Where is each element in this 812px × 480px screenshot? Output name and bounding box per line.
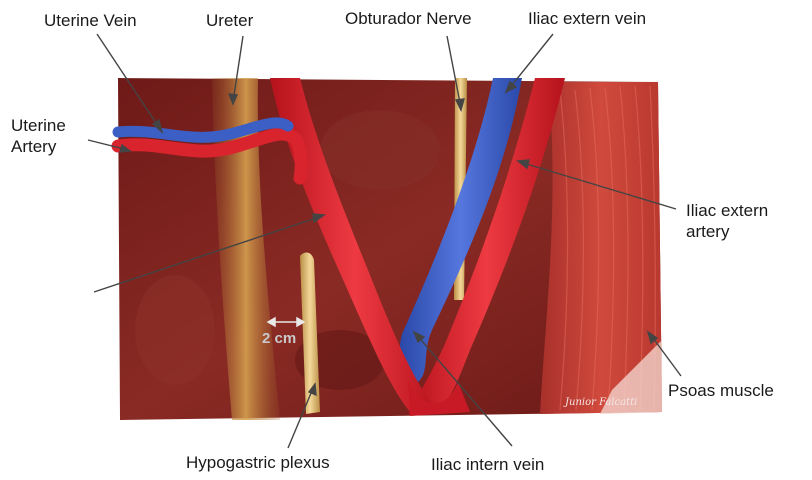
label-iliac-intern-vein: Iliac intern vein — [431, 454, 544, 475]
artist-signature: Junior Falcatti — [565, 397, 637, 408]
tissue-texture — [320, 110, 440, 190]
label-uterine-vein: Uterine Vein — [44, 10, 137, 31]
label-psoas-muscle: Psoas muscle — [668, 380, 774, 401]
label-iliac-extern-vein: Iliac extern vein — [528, 8, 646, 29]
label-ureter: Ureter — [206, 10, 253, 31]
label-iliac-extern-artery: Iliac extern artery — [686, 200, 768, 242]
tissue-texture — [135, 275, 215, 385]
label-obturador-nerve: Obturador Nerve — [345, 8, 472, 29]
label-hypogastric-plexus: Hypogastric plexus — [186, 452, 330, 473]
scale-bar-label: 2 cm — [262, 330, 296, 347]
label-uterine-artery: Uterine Artery — [11, 115, 66, 157]
